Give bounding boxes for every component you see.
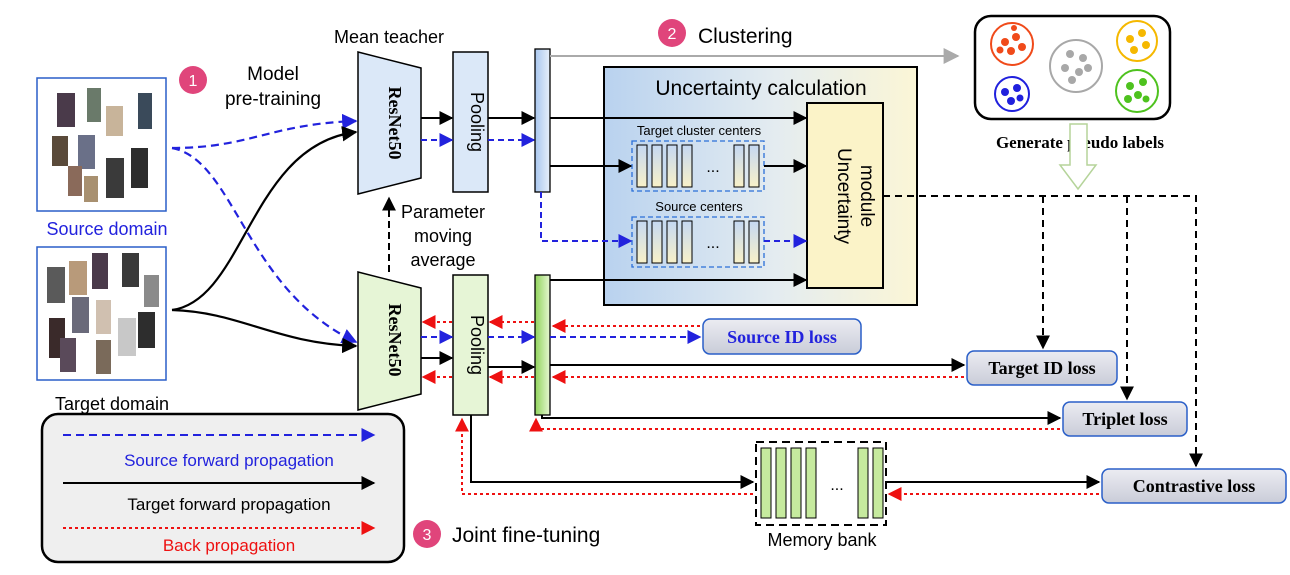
target-to-teacher-arrow	[171, 126, 358, 312]
svg-text:3: 3	[423, 527, 432, 544]
triplet-loss-box: Triplet loss	[1062, 401, 1188, 437]
source-to-teacher-arrow	[171, 113, 358, 150]
svg-text:1: 1	[189, 73, 198, 90]
memory-bank	[755, 441, 887, 526]
svg-text:ResNet50: ResNet50	[385, 87, 405, 160]
legend-source-label: Source forward propagation	[124, 451, 334, 470]
target-centers-ellipsis: ...	[706, 159, 719, 176]
memory-bank-ellipsis: ...	[830, 477, 843, 494]
step1-badge: 1	[179, 66, 207, 94]
memory-bank-label: Memory bank	[767, 530, 877, 550]
step3-label: Joint fine-tuning	[452, 524, 600, 547]
source-centers-ellipsis: ...	[706, 235, 719, 252]
uncertainty-title: Uncertainty calculation	[655, 77, 866, 100]
pseudo-label-down-arrow	[1058, 123, 1098, 191]
source-to-student-arrow	[171, 146, 358, 344]
uncertainty-to-contrastive-arrow	[883, 195, 1203, 468]
param-label-line3: average	[410, 250, 475, 270]
source-centers-label: Source centers	[655, 199, 743, 214]
param-label-line1: Parameter	[401, 202, 485, 222]
step2-badge: 2	[658, 19, 686, 47]
svg-text:Target ID loss: Target ID loss	[988, 358, 1095, 378]
svg-text:Pooling: Pooling	[467, 92, 487, 152]
memory-bank-back-arrow	[455, 417, 753, 495]
target-domain-label: Target domain	[55, 394, 169, 414]
target-centers-label: Target cluster centers	[637, 123, 762, 138]
student-pooling-block: Pooling	[452, 274, 489, 416]
teacher-pooling-block: Pooling	[452, 51, 489, 193]
feature-to-triplet-loss-arrow	[541, 411, 1062, 425]
step1-label-line1: Model	[247, 64, 299, 85]
source-id-loss-box: Source ID loss	[702, 318, 862, 355]
target-to-student-arrow	[171, 308, 358, 354]
teacher-resnet50-block: ResNet50	[357, 51, 422, 195]
source-center-bars	[636, 220, 760, 264]
step2-label: Clustering	[698, 25, 793, 48]
source-domain-images	[36, 77, 167, 212]
svg-text:ResNet50: ResNet50	[385, 304, 405, 377]
target-id-loss-box: Target ID loss	[966, 350, 1118, 386]
pool-to-memory-bank-arrow	[470, 415, 755, 489]
student-feature-vector	[534, 274, 551, 416]
svg-text:Triplet loss: Triplet loss	[1082, 409, 1167, 429]
contrastive-loss-box: Contrastive loss	[1101, 468, 1287, 504]
legend-back-label: Back propagation	[163, 536, 295, 555]
uncertainty-module: Uncertainty module	[806, 102, 884, 289]
mean-teacher-label: Mean teacher	[334, 27, 444, 47]
step3-badge: 3	[413, 520, 441, 548]
legend	[40, 412, 406, 564]
legend-target-label: Target forward propagation	[127, 495, 330, 514]
svg-text:Pooling: Pooling	[467, 315, 487, 375]
svg-text:2: 2	[668, 26, 677, 43]
param-label-line2: moving	[414, 226, 472, 246]
svg-text:Contrastive loss: Contrastive loss	[1133, 476, 1256, 496]
svg-text:Source ID loss: Source ID loss	[727, 327, 837, 347]
target-center-bars	[636, 144, 760, 188]
svg-text:Uncertainty: Uncertainty	[833, 148, 854, 245]
target-domain-images	[36, 246, 167, 381]
teacher-feature-vector	[534, 48, 551, 193]
svg-text:module: module	[856, 165, 877, 227]
clusters-panel	[973, 14, 1172, 121]
source-domain-label: Source domain	[46, 219, 167, 239]
student-resnet50-block: ResNet50	[357, 271, 422, 411]
step1-label-line2: pre-training	[225, 89, 321, 110]
triplet-loss-back-arrow	[529, 417, 1060, 432]
